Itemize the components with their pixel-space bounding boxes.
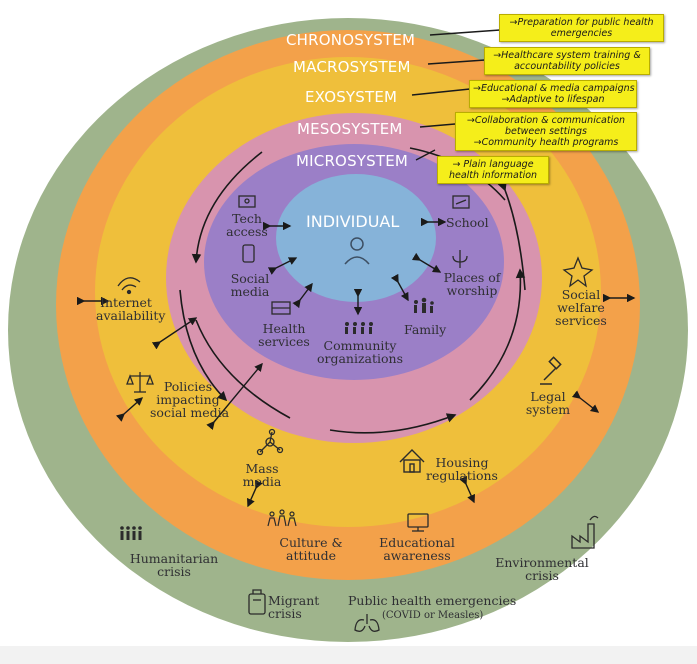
scales-icon (126, 372, 154, 393)
school-label: School (446, 215, 489, 230)
lungs-icon (354, 614, 380, 632)
chronosystem-title: CHRONOSYSTEM (286, 31, 416, 49)
factory-icon (571, 515, 599, 549)
social-media-icon (242, 244, 255, 263)
exosystem-title: EXOSYSTEM (305, 88, 398, 106)
bottom-strip (0, 646, 697, 664)
welfare-icon (562, 256, 594, 288)
community-icon (345, 322, 373, 334)
worship-icon (452, 250, 468, 268)
people-icon (267, 509, 297, 527)
tech-icon (238, 195, 256, 208)
individual-title: INDIVIDUAL (306, 212, 400, 231)
luggage-icon (248, 589, 266, 615)
network-icon (256, 428, 284, 456)
covid-measles-label: (COVID or Measles) (382, 610, 484, 621)
person-icon (344, 237, 370, 265)
wifi-icon (117, 277, 141, 295)
monitor-icon (407, 513, 429, 532)
macrosystem-callout: →Healthcare system training &accountabil… (484, 47, 650, 75)
health-icon (271, 301, 291, 315)
mesosystem-title: MESOSYSTEM (297, 120, 403, 138)
school-icon (452, 195, 470, 209)
macrosystem-title: MACROSYSTEM (293, 58, 411, 76)
family-icon (414, 297, 434, 313)
house-icon (399, 449, 425, 473)
microsystem-title: MICROSYSTEM (296, 152, 409, 170)
family-label: Family (404, 322, 447, 337)
exosystem-callout: →Educational & media campaigns→Adaptive … (469, 80, 637, 108)
crowd-icon (120, 526, 142, 540)
culture-attitude-label: Culture &attitude (279, 535, 343, 563)
gavel-icon (540, 356, 562, 385)
public-health-emergencies-label: Public health emergencies (348, 593, 517, 608)
connector-arrows (77, 29, 636, 508)
